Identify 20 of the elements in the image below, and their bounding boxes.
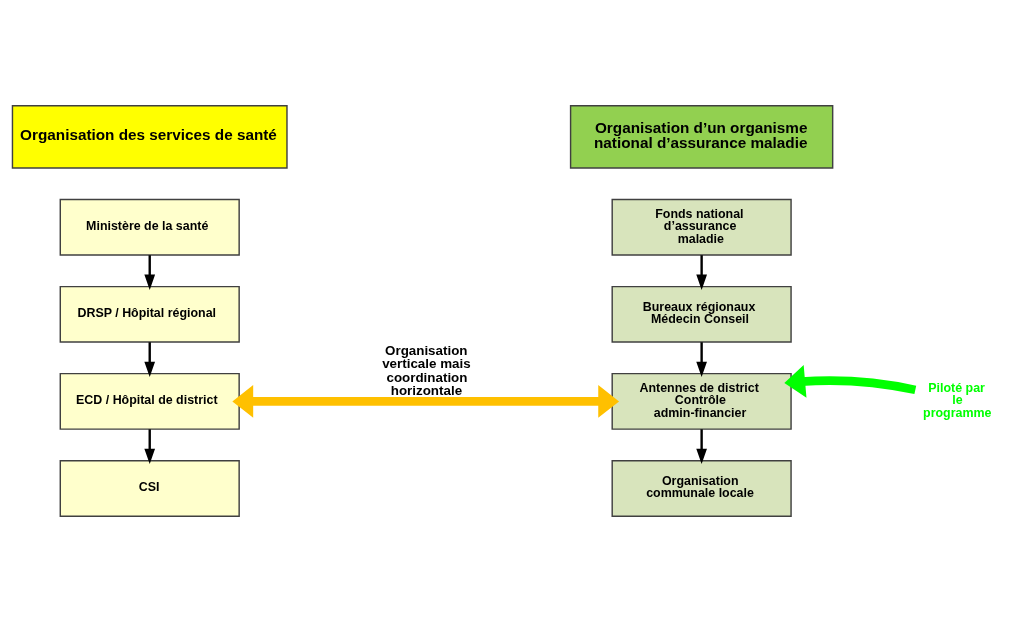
arrow bbox=[784, 364, 917, 398]
node-box: Organisation d’un organisme national d’assurance maladie bbox=[569, 104, 834, 169]
node-box: Antennes de district Contrôle admin-financier bbox=[611, 372, 792, 430]
node-box: Ministère de la santé bbox=[59, 198, 240, 256]
node-box: Organisation des services de santé bbox=[11, 104, 288, 169]
node-box: Organisation communale locale bbox=[611, 459, 792, 517]
edge-label: Organisation verticale mais coordination horizontale bbox=[382, 342, 471, 398]
arrow bbox=[144, 254, 156, 290]
node-box: ECD / Hôpital de district bbox=[59, 372, 240, 430]
arrow bbox=[696, 341, 707, 377]
node-box: Fonds national d’assurance maladie bbox=[611, 198, 792, 256]
node-box: CSI bbox=[59, 459, 240, 517]
arrow bbox=[144, 428, 156, 464]
node-box: Bureaux régionaux Médecin Conseil bbox=[611, 285, 792, 343]
node-box: DRSP / Hôpital régional bbox=[59, 285, 240, 343]
arrow bbox=[696, 254, 707, 290]
arrow bbox=[696, 428, 707, 464]
node-text: Piloté par le programme bbox=[923, 380, 992, 420]
arrow bbox=[232, 384, 620, 418]
arrow bbox=[144, 341, 156, 377]
